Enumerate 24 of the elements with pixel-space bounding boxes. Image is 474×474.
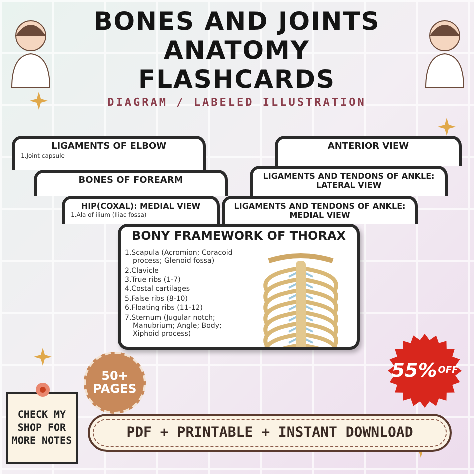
discount-percent: 55%	[392, 360, 438, 382]
card-title: HIP(COXAL): MEDIAL VIEW	[80, 202, 202, 212]
title: BONES AND JOINTS ANATOMY FLASHCARDS	[92, 8, 382, 94]
flashcard	[250, 166, 448, 196]
card-title: ANTERIOR VIEW	[326, 142, 410, 152]
flashcard	[12, 136, 206, 170]
card-title: LIGAMENTS OF ELBOW	[50, 142, 168, 152]
flashcard	[118, 224, 360, 350]
subtitle: DIAGRAM / LABELED ILLUSTRATION	[106, 96, 368, 109]
flashcard	[34, 170, 228, 196]
flashcard	[62, 196, 220, 224]
flashcard	[275, 136, 462, 166]
banner-text: PDF + PRINTABLE + INSTANT DOWNLOAD	[126, 425, 414, 441]
tag-text: 50+ PAGES	[93, 370, 137, 396]
card-title: BONY FRAMEWORK OF THORAX	[130, 230, 348, 244]
sticky-note	[6, 392, 78, 464]
note-text: CHECK MY SHOP FOR MORE NOTES	[10, 408, 74, 448]
discount-badge	[388, 334, 462, 408]
discount-word: OFF	[438, 366, 458, 376]
card-title: LIGAMENTS AND TENDONS OF ANKLE: LATERAL VIEW	[262, 172, 436, 190]
download-banner	[88, 414, 452, 452]
flashcard	[222, 196, 418, 224]
card-title: BONES OF FOREARM	[78, 176, 184, 186]
card-title: LIGAMENTS AND TENDONS OF ANKLE: MEDIAL VIEW	[233, 202, 407, 220]
